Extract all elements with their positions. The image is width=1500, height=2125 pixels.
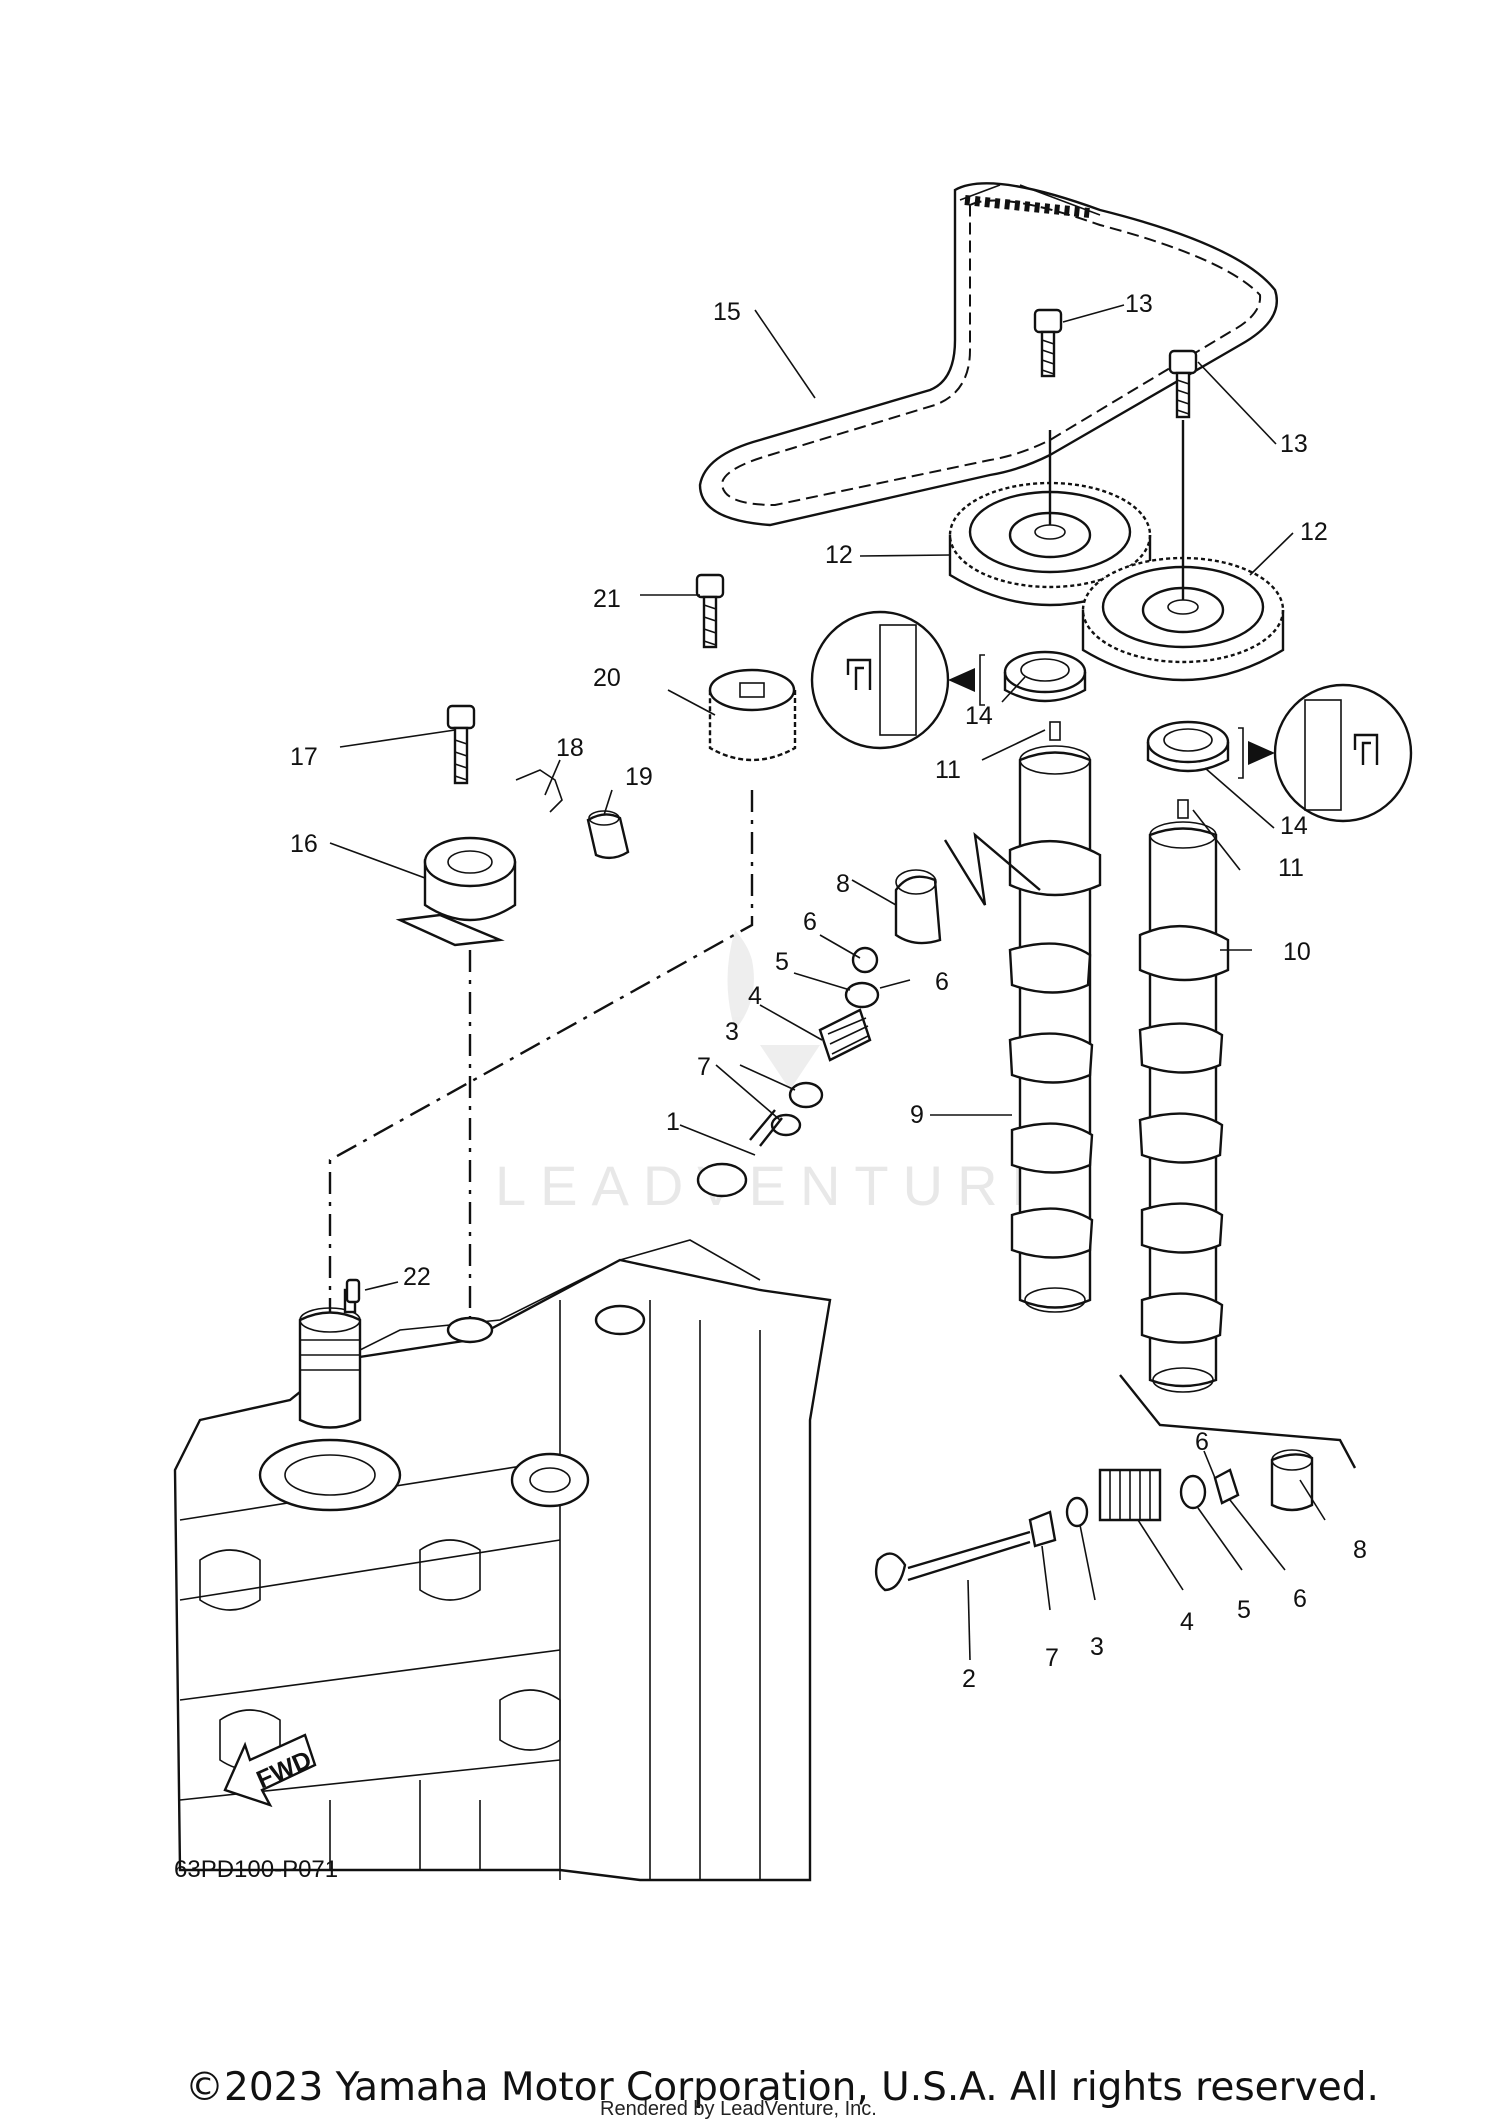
callout-8b: 8	[1353, 1536, 1367, 1564]
valve-train-exhaust	[696, 832, 1041, 1198]
callout-1: 1	[666, 1108, 680, 1136]
valve-train-intake	[874, 1374, 1357, 1592]
callout-18: 18	[556, 734, 584, 762]
callout-10: 10	[1283, 938, 1311, 966]
dowel-pin	[345, 1278, 361, 1304]
callout-6b: 6	[935, 968, 949, 996]
rendered-by-notice: Rendered by LeadVenture, Inc.	[600, 2098, 877, 2120]
callout-15: 15	[713, 298, 741, 326]
oil-seal-right	[1146, 720, 1230, 773]
leader-lines	[329, 304, 1326, 1661]
callout-16: 16	[290, 830, 318, 858]
callout-21: 21	[593, 585, 621, 613]
cylinder-head	[173, 1239, 832, 1882]
copyright-notice: ©2023 Yamaha Motor Corporation, U.S.A. A…	[185, 2065, 1379, 2110]
callout-14b: 14	[1280, 812, 1308, 840]
callout-11b: 11	[1278, 854, 1304, 882]
bolt-13-upper	[1033, 308, 1063, 378]
callout-13b: 13	[1280, 430, 1308, 458]
callout-12a: 12	[825, 541, 853, 569]
callout-2: 2	[962, 1665, 976, 1693]
camshaft-exhaust	[1008, 721, 1102, 1313]
callout-5a: 5	[775, 948, 789, 976]
callout-20: 20	[593, 664, 621, 692]
callout-7b: 7	[1045, 1644, 1059, 1672]
seal-detail-right	[1238, 683, 1413, 823]
callout-3b: 3	[1090, 1633, 1104, 1661]
callout-7a: 7	[697, 1053, 711, 1081]
oil-seal-left	[1003, 650, 1087, 703]
timing-belt	[698, 182, 1278, 527]
camshaft-intake	[1138, 799, 1230, 1393]
callout-17: 17	[290, 743, 318, 771]
tensioner-assembly	[395, 704, 630, 1330]
callout-4b: 4	[1180, 1608, 1194, 1636]
bolt-13-lower	[1168, 349, 1198, 419]
callout-19: 19	[625, 763, 653, 791]
diagram-code: 63PD100-P071	[174, 1856, 339, 1883]
callout-3a: 3	[725, 1018, 739, 1046]
idler-pulley-assembly	[328, 573, 797, 1330]
callout-14a: 14	[965, 702, 993, 730]
callout-11a: 11	[935, 756, 961, 784]
callout-5b: 5	[1237, 1596, 1251, 1624]
seal-detail-left	[810, 610, 985, 750]
leadventure-watermark: LEADVENTURE	[495, 930, 1063, 1217]
callout-6a: 6	[803, 908, 817, 936]
watermark-text: LEADVENTURE	[495, 1154, 1063, 1217]
callout-6d: 6	[1293, 1585, 1307, 1613]
callout-labels: 15 13 13 12 12 21 20 17 18 19 16 14 14 1…	[290, 290, 1367, 1693]
camshaft-pulley-intake	[1081, 420, 1285, 682]
callout-13a: 13	[1125, 290, 1153, 318]
callout-22: 22	[403, 1263, 431, 1291]
callout-8a: 8	[836, 870, 850, 898]
callout-6c: 6	[1195, 1428, 1209, 1456]
callout-12b: 12	[1300, 518, 1328, 546]
callout-4a: 4	[748, 982, 762, 1010]
camshaft-pulley-exhaust	[948, 430, 1152, 607]
callout-9: 9	[910, 1101, 924, 1129]
